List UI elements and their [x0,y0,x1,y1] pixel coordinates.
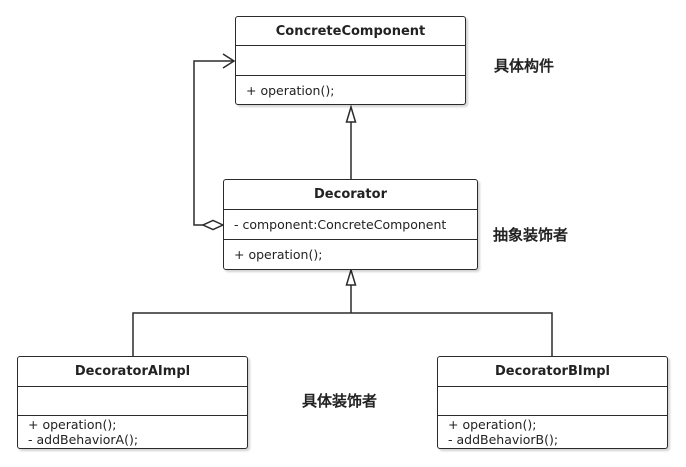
class-concrete-component-operations: + operation(); [236,76,465,98]
class-decorator-a-impl-operations: + operation(); - addBehaviorA(); [18,416,247,447]
class-decorator-b-impl-attributes [438,387,667,416]
class-decorator: Decorator - component:ConcreteComponent … [223,179,478,270]
operation-item: + operation(); [28,417,117,432]
class-decorator-b-impl-operations: + operation(); - addBehaviorB(); [438,416,667,447]
class-concrete-component-attributes [236,46,465,76]
operation-item: - addBehaviorA(); [28,432,139,447]
class-decorator-a-impl-name: DecoratorAImpl [18,357,247,387]
operation-item: - addBehaviorB(); [448,432,559,447]
note-concrete-component: 具体构件 [494,57,555,75]
class-decorator-b-impl-name: DecoratorBImpl [438,357,667,387]
generalization-arrowhead-middle [345,267,357,286]
class-decorator-a-impl: DecoratorAImpl + operation(); - addBehav… [17,356,248,449]
class-concrete-component: ConcreteComponent + operation(); [235,16,466,105]
operation-item: + operation(); [246,83,335,98]
class-decorator-b-impl: DecoratorBImpl + operation(); - addBehav… [437,356,668,449]
association-arrowhead [222,53,236,69]
note-abstract-decorator: 抽象装饰者 [493,226,569,244]
class-decorator-operations: + operation(); [224,240,477,262]
class-decorator-a-impl-attributes [18,387,247,416]
operation-item: + operation(); [448,417,537,432]
note-concrete-decorators: 具体装饰者 [302,392,378,410]
class-concrete-component-name: ConcreteComponent [236,17,465,46]
generalization-arrowhead-top [345,104,357,123]
generalization-line-impls [132,312,553,357]
class-decorator-name: Decorator [224,180,477,210]
aggregation-diamond [201,219,225,231]
class-decorator-attributes: - component:ConcreteComponent [224,210,477,240]
attribute-item: - component:ConcreteComponent [234,217,447,232]
aggregation-line [193,60,233,226]
operation-item: + operation(); [234,247,323,262]
